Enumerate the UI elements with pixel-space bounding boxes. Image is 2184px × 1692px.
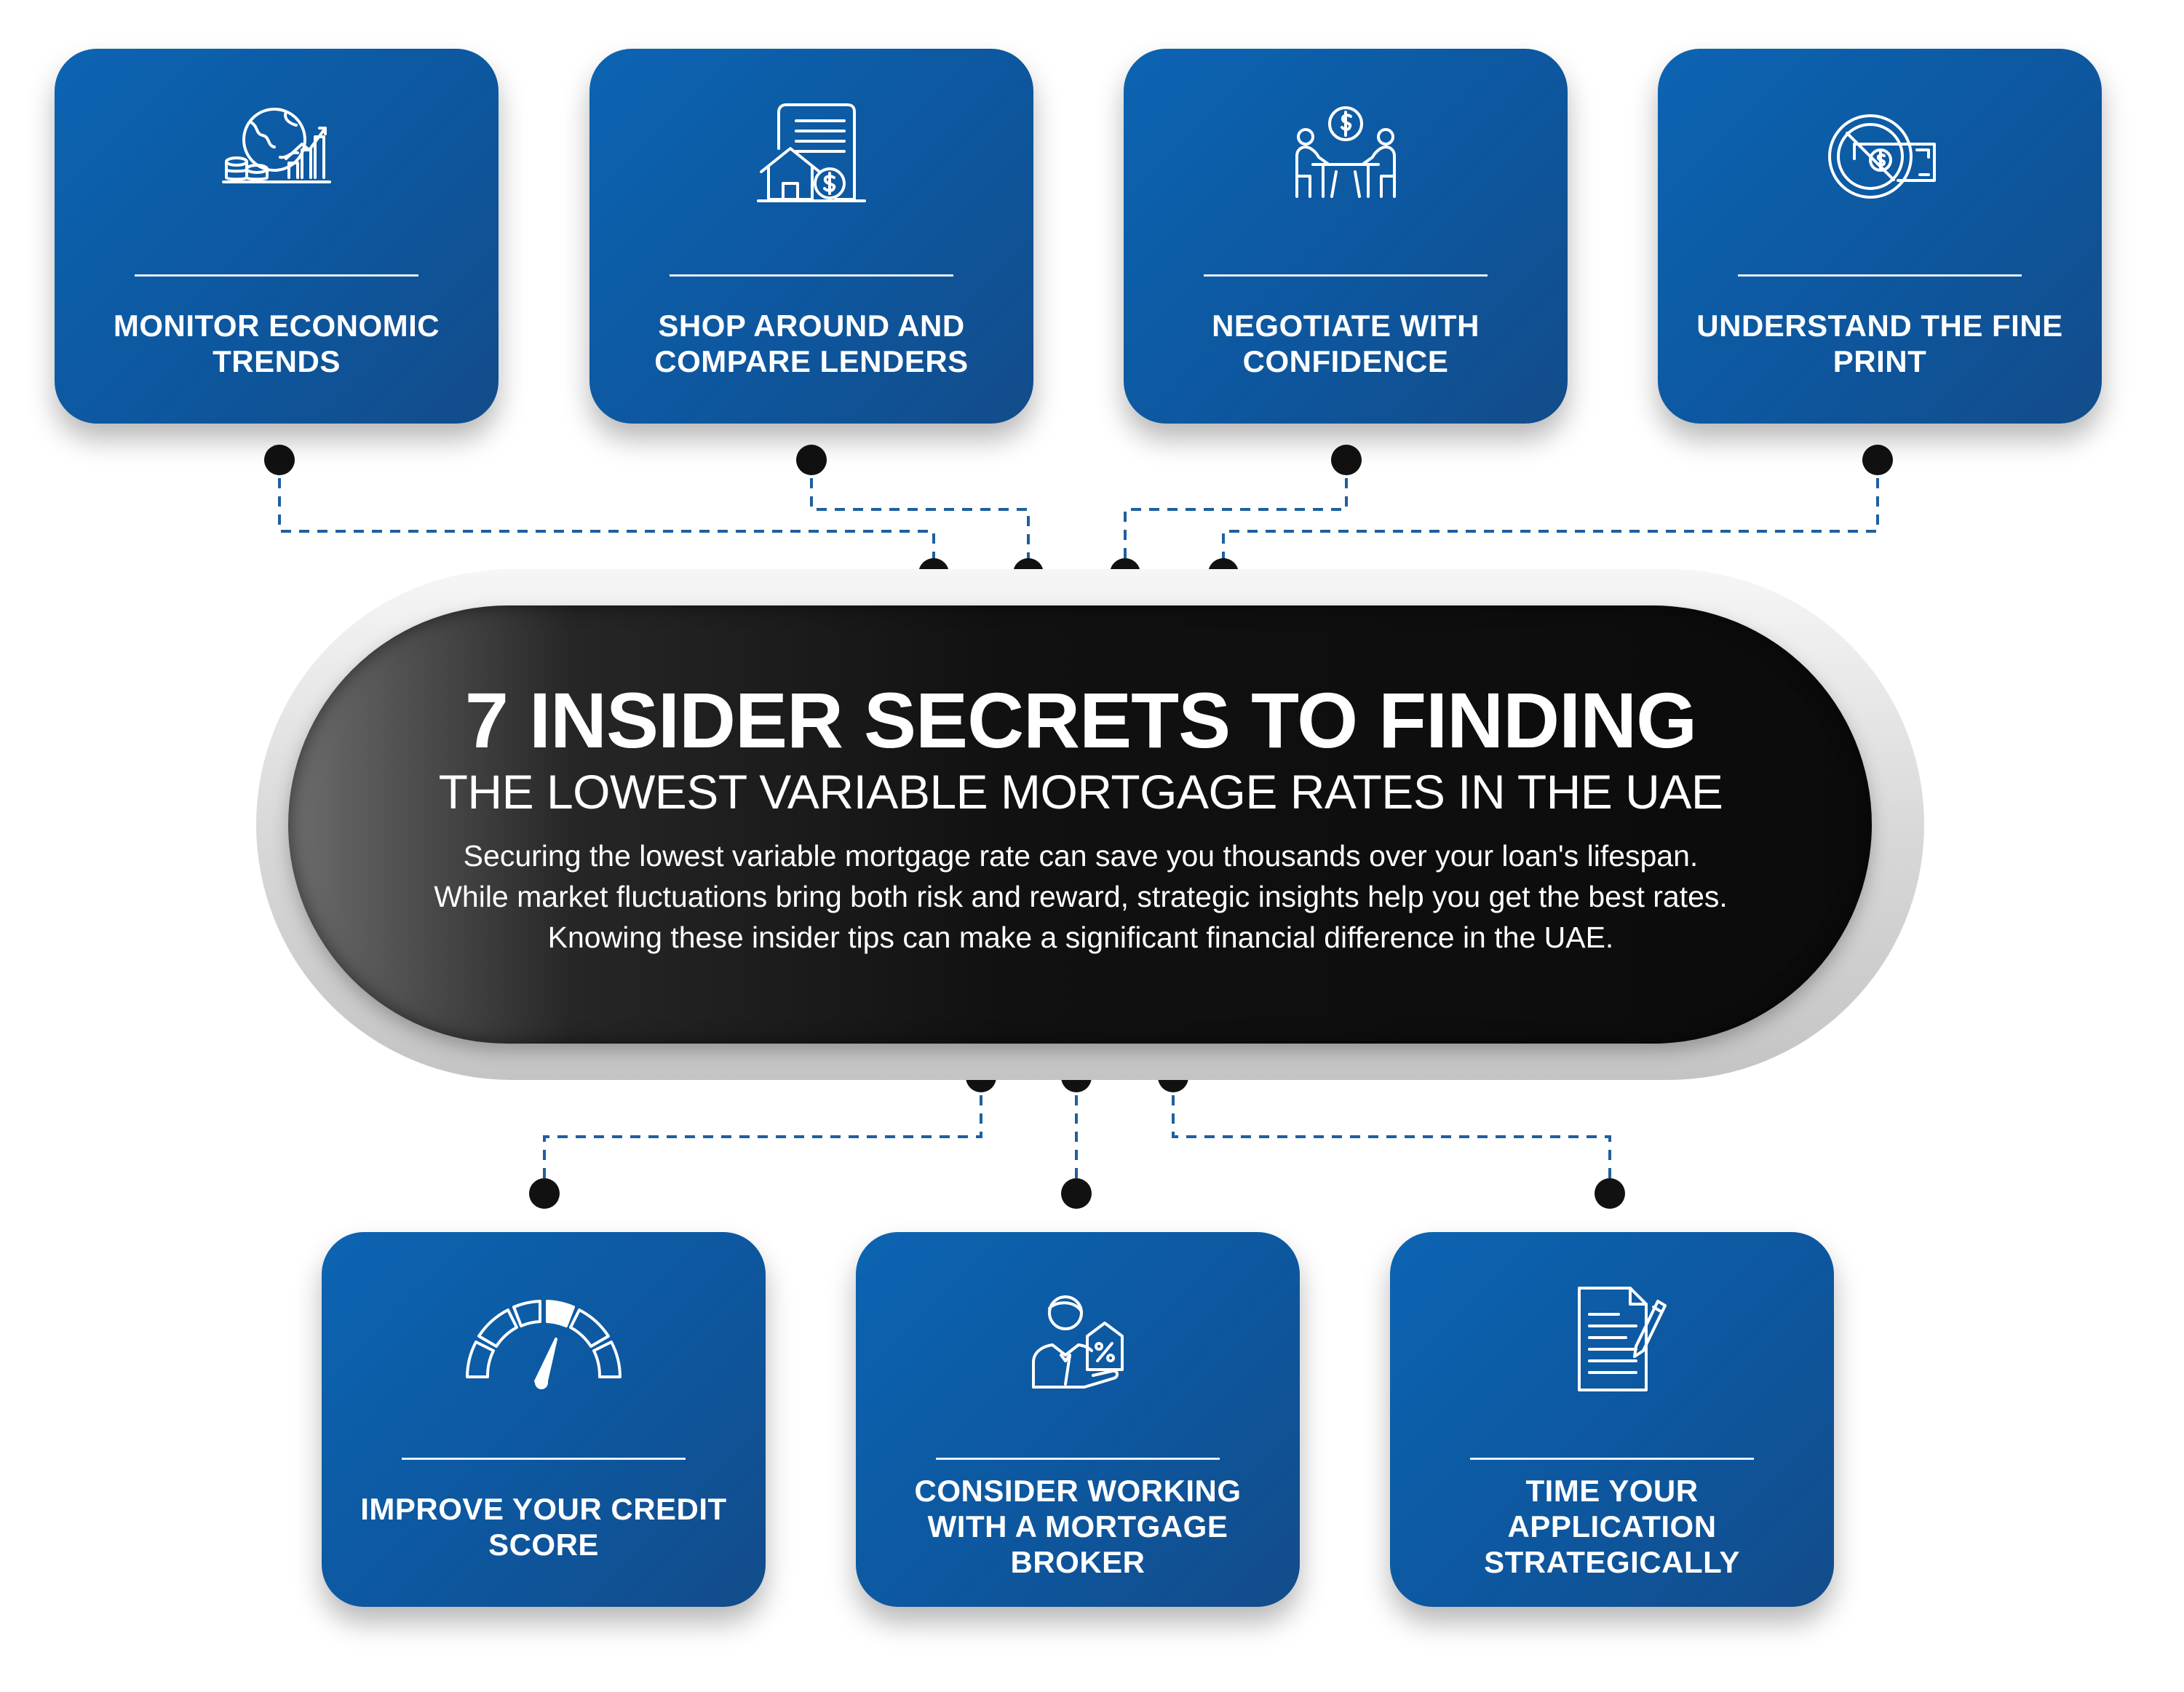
tip-card-monitor-economic-trends: MONITOR ECONOMIC TRENDS [55,49,499,424]
tip-card-fine-print: UNDERSTAND THE FINE PRINT [1658,49,2102,424]
card-divider [135,274,418,277]
tip-card-shop-around: SHOP AROUND AND COMPARE LENDERS [589,49,1033,424]
tip-label: UNDERSTAND THE FINE PRINT [1696,308,2063,378]
card-divider [1470,1458,1754,1460]
connector-dot-2-top [796,445,827,475]
tip-card-time-application: TIME YOUR APPLICATION STRATEGICALLY [1390,1232,1834,1607]
globe-chart-icon [222,92,331,220]
hero-title: 7 INSIDER SECRETS TO FINDING [464,676,1697,764]
card-divider [1204,274,1488,277]
hero-subtitle: THE LOWEST VARIABLE MORTGAGE RATES IN TH… [438,765,1723,819]
house-document-icon [757,92,866,220]
negotiation-table-icon [1291,92,1400,220]
hero-description-line: While market fluctuations bring both ris… [434,880,1728,913]
card-divider [670,274,953,277]
tip-card-negotiate: NEGOTIATE WITH CONFIDENCE [1124,49,1568,424]
hero-description-line: Knowing these insider tips can make a si… [547,921,1614,954]
connector-dot-3-top [1331,445,1362,475]
tip-label: IMPROVE YOUR CREDIT SCORE [360,1491,727,1562]
hero-pill [288,605,1872,1044]
tip-card-credit-score: IMPROVE YOUR CREDIT SCORE [322,1232,766,1607]
connector-dot-1-top [264,445,295,475]
card-divider [936,1458,1220,1460]
connector-dot-7-bottom [1595,1178,1625,1209]
connector-dot-5-bottom [529,1178,560,1209]
broker-icon [1023,1276,1132,1403]
no-hidden-fees-icon [1825,92,1936,220]
tip-card-mortgage-broker: CONSIDER WORKING WITH A MORTGAGE BROKER [856,1232,1300,1607]
connector-dot-4-top [1862,445,1893,475]
tip-label: TIME YOUR APPLICATION STRATEGICALLY [1484,1474,1740,1579]
document-pen-icon [1557,1276,1667,1403]
tip-label: SHOP AROUND AND COMPARE LENDERS [654,308,969,378]
connector-dot-6-bottom [1061,1178,1092,1209]
hero-description-line: Securing the lowest variable mortgage ra… [463,839,1699,873]
tip-label: NEGOTIATE WITH CONFIDENCE [1212,308,1480,378]
hero-description: Securing the lowest variable mortgage ra… [342,835,1819,958]
card-divider [402,1458,686,1460]
card-divider [1738,274,2022,277]
tip-label: CONSIDER WORKING WITH A MORTGAGE BROKER [914,1474,1242,1579]
tip-label: MONITOR ECONOMIC TRENDS [113,308,440,378]
credit-gauge-icon [466,1276,622,1403]
